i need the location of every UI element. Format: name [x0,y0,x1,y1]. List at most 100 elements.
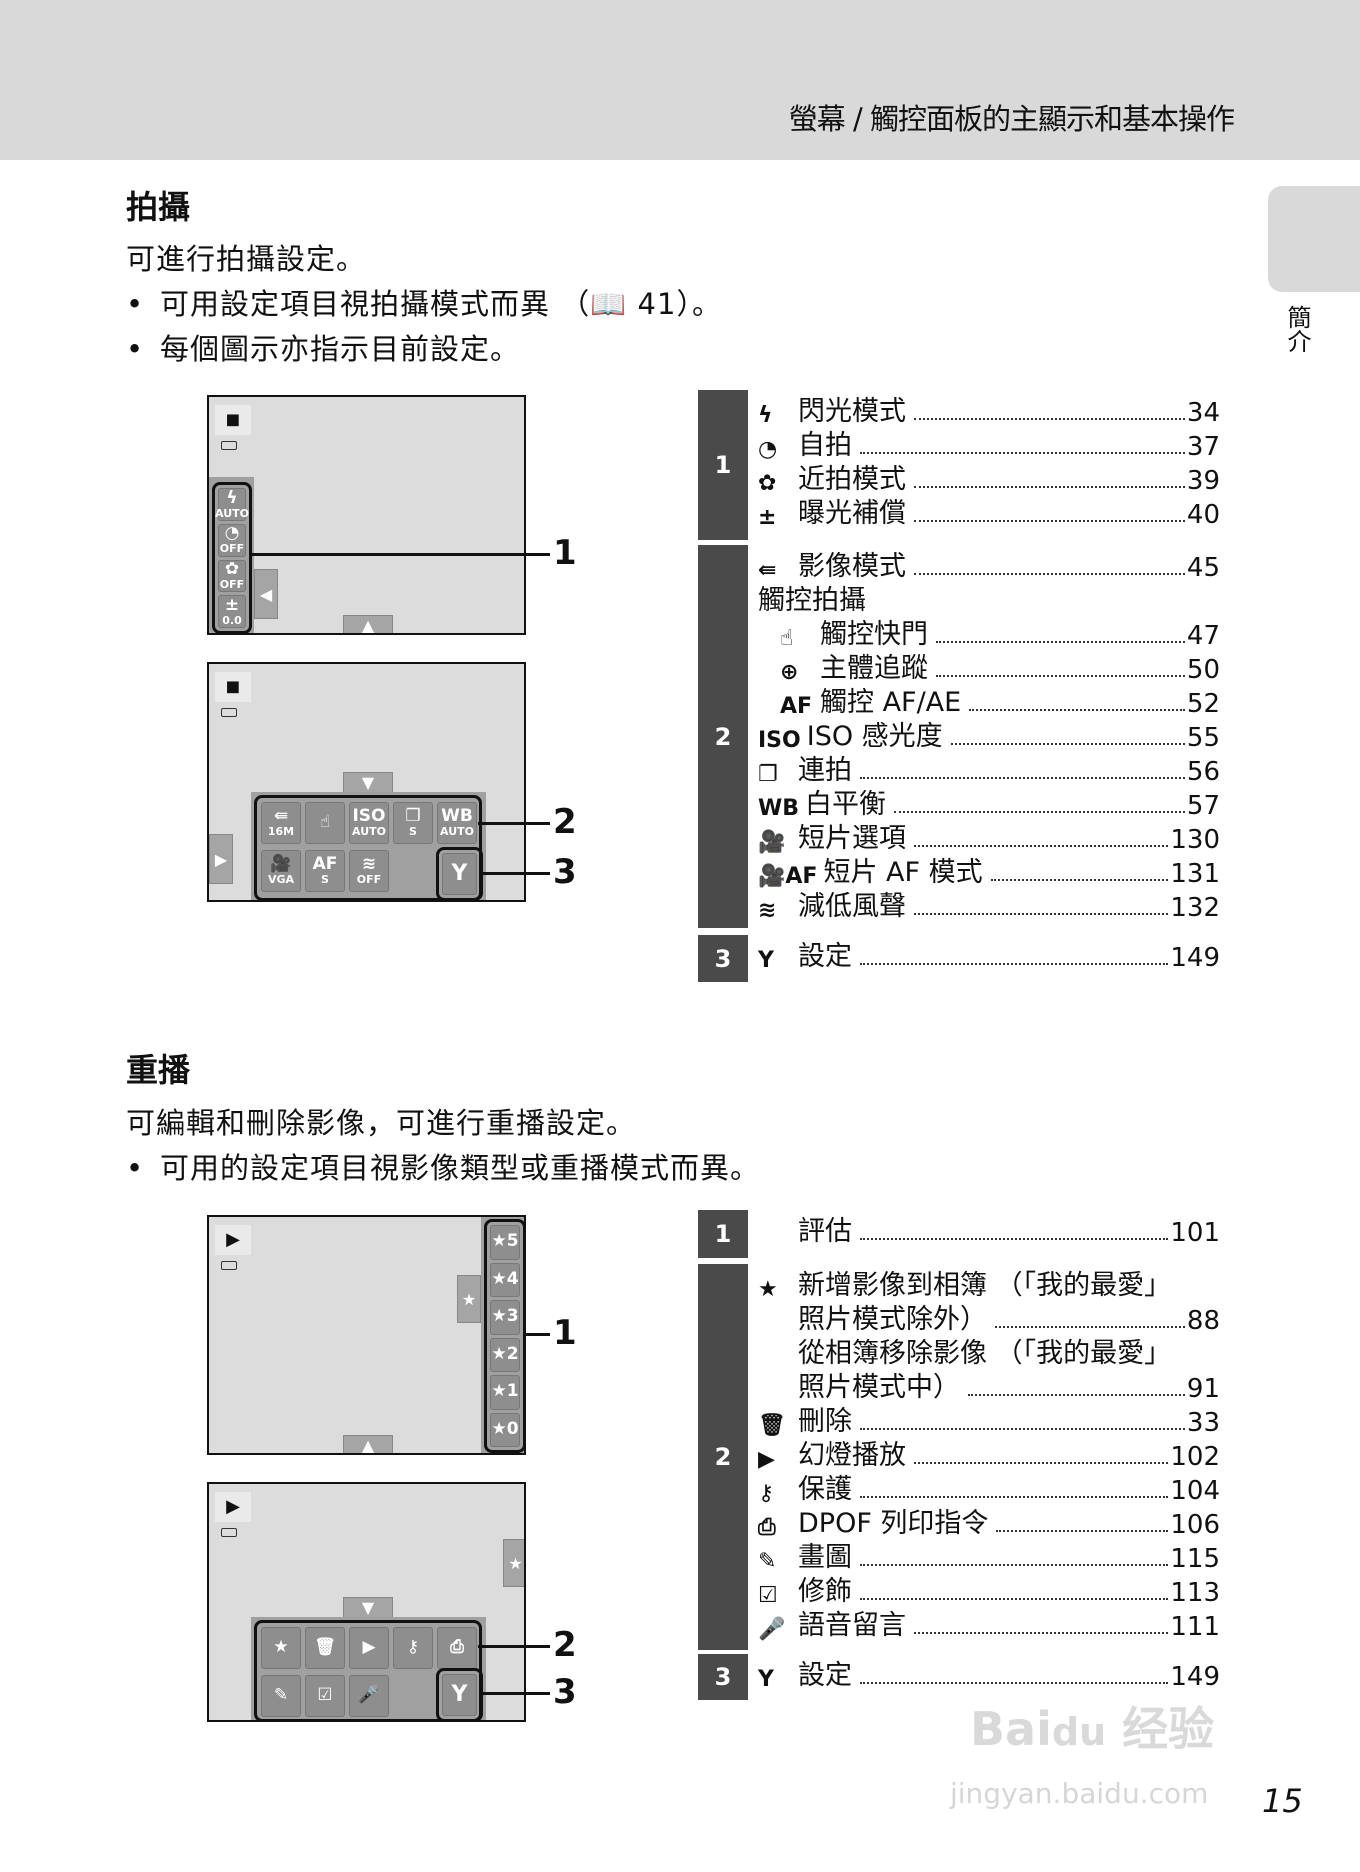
menu-button[interactable]: ⚷ [393,1627,433,1669]
page-reference[interactable]: 39 [1186,466,1220,496]
setting-button[interactable]: ±0.0 [218,595,246,628]
leader-dots [936,641,1185,643]
page-reference[interactable]: 113 [1170,1578,1220,1608]
page-reference[interactable]: 88 [1186,1306,1220,1336]
page-reference[interactable]: 104 [1170,1476,1220,1506]
page-reference[interactable]: 50 [1186,655,1220,685]
playback-menu-group: ★🗑 ▶ ⚷⎙ ✎☑🎤 [254,1620,482,1720]
page-reference[interactable]: 101 [1170,1218,1220,1248]
setting-value: OFF [219,578,245,592]
page-reference[interactable]: 132 [1170,893,1220,923]
open-menu-tab[interactable]: ▲ [343,1435,393,1453]
setting-label: 近拍模式 [798,464,906,495]
rating-button[interactable]: ★3 [490,1300,520,1335]
page-reference[interactable]: 115 [1170,1544,1220,1574]
setting-label: 刪除 [798,1406,852,1437]
rating-button[interactable]: ★0 [490,1412,520,1447]
expand-panel-tab[interactable]: ▶ [209,834,233,884]
page-reference[interactable]: 45 [1186,553,1220,583]
menu-button[interactable]: ⎙ [437,1627,477,1669]
close-menu-tab[interactable]: ▼ [343,1597,393,1619]
group-number: 1 [698,1210,748,1258]
setting-icon: ± [224,594,240,615]
setting-button[interactable]: ✿OFF [218,559,246,593]
page-reference[interactable]: 111 [1170,1612,1220,1642]
leader-dots [860,1598,1169,1600]
setting-icon: ± [758,505,777,530]
table-row: 照片模式中）91 [758,1370,1220,1404]
close-menu-tab[interactable]: ▼ [343,772,393,794]
page-reference[interactable]: 91 [1186,1374,1220,1404]
callout-number: 1 [553,1313,577,1353]
setting-icon: ☑ [758,1583,778,1608]
page-reference[interactable]: 34 [1186,398,1220,428]
rating-tab[interactable]: ★ [457,1275,481,1323]
menu-button[interactable]: ☑ [305,1675,345,1717]
page-number: 15 [1262,1782,1303,1820]
collapse-panel-tab[interactable]: ◀ [254,569,278,619]
setting-label: 語音留言 [798,1610,906,1641]
menu-button[interactable]: ≋OFF [349,850,389,892]
setting-icon: 🎥AF [758,864,818,889]
table-row: 評估 101 [758,1214,1220,1248]
rating-button[interactable]: ★4 [490,1262,520,1297]
menu-button[interactable]: 🎤 [349,1675,389,1717]
leader-dots [914,913,1169,915]
rating-button[interactable]: ★5 [490,1225,520,1260]
menu-button[interactable]: ☝ [305,802,345,844]
page-reference[interactable]: 106 [1170,1510,1220,1540]
page-reference[interactable]: 130 [1170,825,1220,855]
camera-icon: ◼ [215,405,251,435]
page-reference[interactable]: 149 [1170,943,1220,973]
page-reference[interactable]: 52 [1186,689,1220,719]
rating-tab[interactable]: ★ [503,1539,524,1587]
menu-icon: ▶ [362,1637,376,1658]
leader-dots [860,777,1185,779]
open-menu-tab[interactable]: ▲ [343,615,393,633]
page-reference[interactable]: 33 [1186,1408,1220,1438]
setting-button[interactable]: ◔OFF [218,523,246,557]
page-reference[interactable]: 131 [1170,859,1220,889]
leader-dots [914,418,1185,420]
leader-dots [914,1632,1169,1634]
page-reference[interactable]: 149 [1170,1662,1220,1692]
setting-icon: WB [758,796,800,821]
setting-icon: AF [780,694,813,719]
page-reference[interactable]: 55 [1186,723,1220,753]
menu-button[interactable]: 🎥VGA [261,850,301,892]
setting-label: 主體追蹤 [820,653,928,684]
rating-button[interactable]: ★2 [490,1337,520,1372]
menu-button[interactable]: ❐S [393,802,433,844]
menu-button[interactable]: ⇚16M [261,802,301,844]
setting-icon: Y [758,948,774,973]
menu-button[interactable]: ✎ [261,1675,301,1717]
playback-heading: 重播 [126,1051,191,1089]
menu-button[interactable]: 🗑 [305,1627,345,1669]
group-number: 2 [698,545,748,928]
page-reference[interactable]: 37 [1186,432,1220,462]
page-reference[interactable]: 40 [1186,500,1220,530]
rating-button[interactable]: ★1 [490,1375,520,1410]
page-reference[interactable]: 102 [1170,1442,1220,1472]
menu-icon: AF [312,854,338,875]
page-reference[interactable]: 47 [1186,621,1220,651]
menu-button[interactable]: ▶ [349,1627,389,1669]
wrench-icon[interactable]: Y [442,1674,477,1716]
wrench-icon[interactable]: Y [442,853,477,895]
page-reference[interactable]: 56 [1186,757,1220,787]
page-reference[interactable]: 57 [1186,791,1220,821]
setting-label: 評估 [798,1216,852,1247]
menu-button[interactable]: ★ [261,1627,301,1669]
